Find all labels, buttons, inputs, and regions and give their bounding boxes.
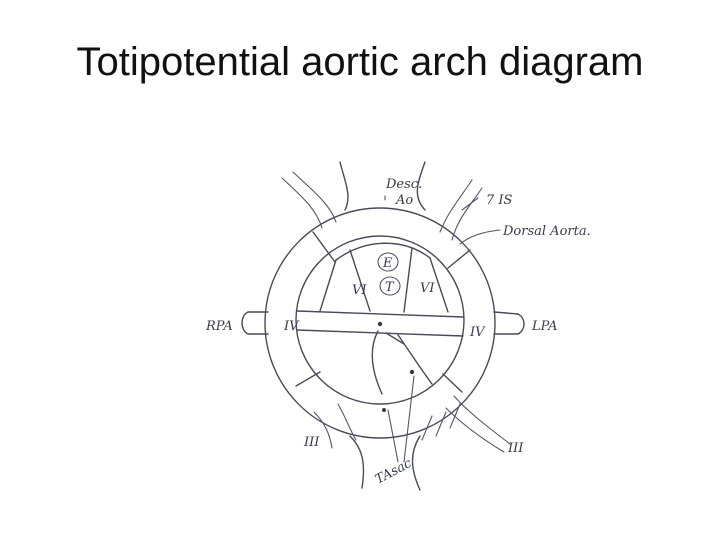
tasac-vessel [349,435,421,491]
truncus-split-mid [385,332,405,345]
truncus-dot-center [377,321,383,327]
ring-divider-lower-left [295,371,321,387]
label-iv-left: IV [283,319,300,334]
intersegmental-left-1 [281,177,323,229]
intersegmental-right-1 [439,179,473,233]
third-arch-right-1 [453,395,511,445]
truncus-split-right [397,334,433,385]
rpa-stub [241,311,269,335]
truncus-split-left [371,330,383,395]
inner-ring [295,235,465,405]
ring-divider-lower-right [442,373,463,393]
label-desc-ao-line2: Ao [395,193,413,208]
third-arch-left-2 [337,403,357,441]
tasac-dot-left [382,408,386,412]
label-dorsal-aorta: Dorsal Aorta. [502,224,591,239]
ring-divider-upper-right [447,249,471,269]
outer-ring [264,207,496,439]
third-arch-right-4 [435,411,447,437]
e-circle [377,252,399,272]
label-seventh-is: 7 IS [486,193,513,208]
inner-top-chord [335,242,431,261]
third-arch-right-5 [449,403,461,429]
label-iv-right: IV [469,325,486,340]
descending-aorta-vessel [339,161,426,211]
label-lpa: LPA [531,319,558,334]
label-e: E [382,256,393,271]
slide-title: Totipotential aortic arch diagram [76,40,644,84]
label-vi-left: VI [352,283,367,298]
third-arch-right-3 [421,415,433,441]
intersegmental-right-2 [451,187,483,241]
tasac-pointer-2 [403,375,415,463]
third-arch-right-2 [445,407,505,453]
vi-right-wall-2 [403,247,413,313]
label-t: T [385,280,395,295]
intersegmental-left-2 [292,171,337,223]
inner-horizontal-lower [296,329,464,337]
vi-right-wall-1 [429,257,449,313]
label-iii-right: III [507,441,524,456]
t-circle [379,276,401,296]
label-tasac: TAsac [373,456,415,488]
third-arch-left-1 [313,411,333,449]
tasac-pointer-1 [387,409,399,463]
vi-left-wall-1 [319,259,337,312]
inner-horizontal-upper [296,310,464,318]
lpa-stub [493,311,525,335]
label-rpa: RPA [205,319,233,334]
truncus-dot-lower [409,369,415,375]
vi-left-wall-2 [349,249,371,312]
dorsal-aorta-pointer [459,229,501,245]
label-desc-ao-line1: Desc. [385,177,422,192]
label-iii-left: III [303,435,320,450]
label-vi-right: VI [420,281,435,296]
ring-divider-upper-left [312,231,336,263]
seventh-is-pointer [461,197,479,211]
